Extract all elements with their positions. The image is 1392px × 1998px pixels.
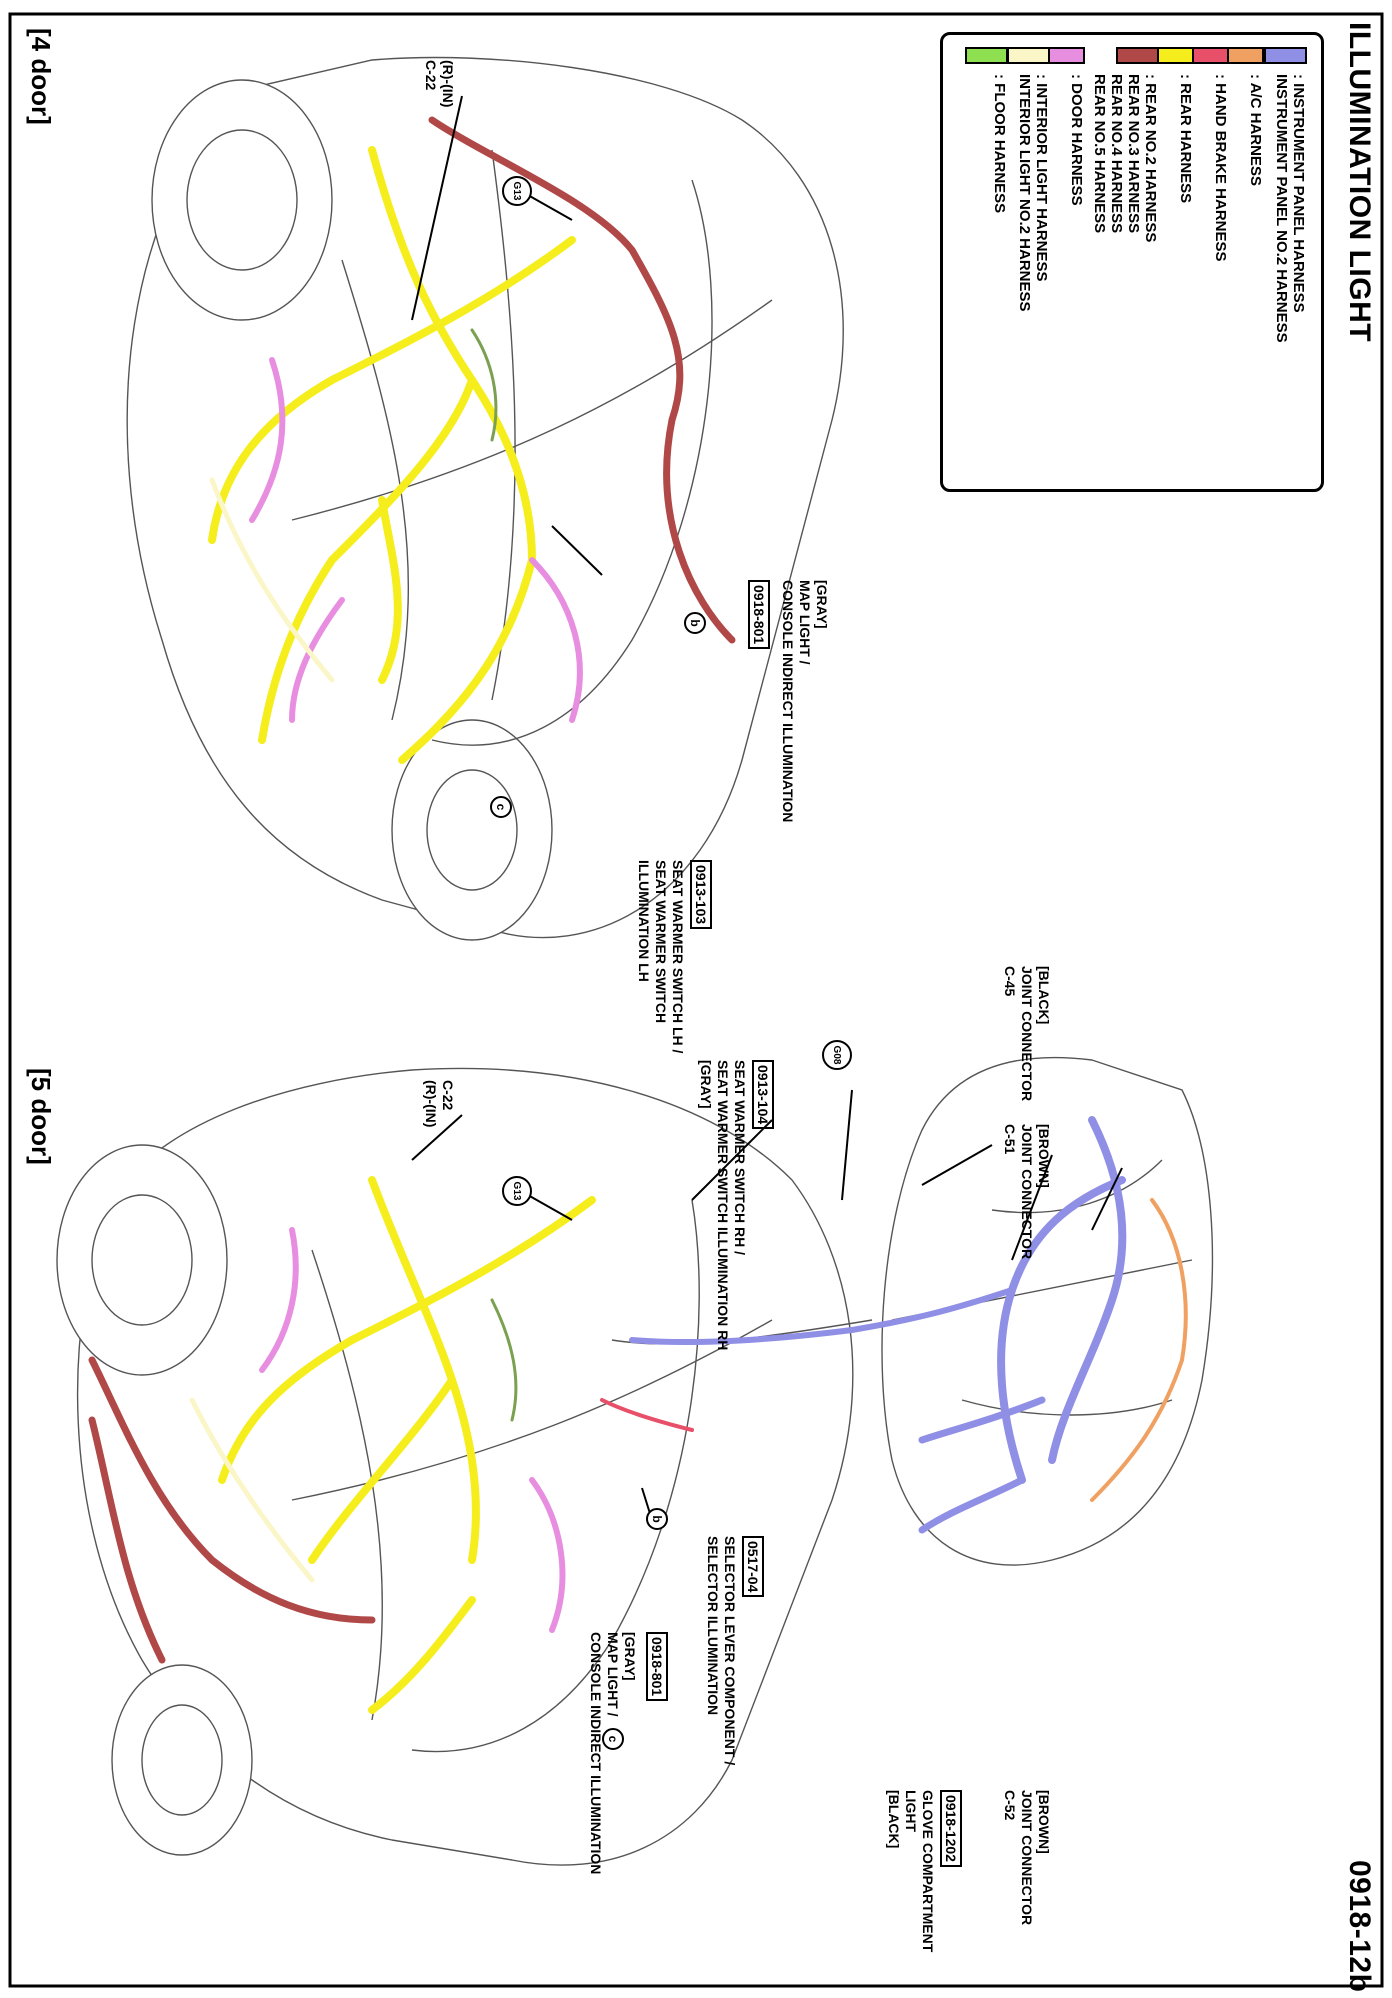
harness-4door (208, 116, 736, 764)
connector-label-c22-bottom: C-22 (R)-(IN) (423, 1080, 456, 1128)
seat-rh-code: 0913-104 (752, 1060, 774, 1130)
legend-item: : REAR HARNESS (1151, 47, 1194, 477)
seat-lh-code: 0913-103 (690, 860, 712, 930)
marker-b-top: b (684, 612, 706, 634)
legend-item: : A/C HARNESS (1221, 47, 1264, 477)
selector-code: 0517-04 (742, 1536, 764, 1598)
legend-item: : FLOOR HARNESS (965, 47, 1008, 477)
map-light-bottom-text: [GRAY] MAP LIGHT / CONSOLE INDIRECT ILLU… (588, 1632, 638, 1875)
marker-c-top: c (490, 796, 512, 818)
legend-label: : FLOOR HARNESS (991, 74, 1008, 214)
legend-swatch (965, 47, 1008, 64)
code-box: 0918-801 (646, 1632, 668, 1702)
sheet-border (8, 12, 1384, 1988)
map-light-top-text: [GRAY] MAP LIGHT / CONSOLE INDIRECT ILLU… (780, 580, 830, 823)
code-box: 0913-104 (752, 1060, 774, 1130)
joint-c51-label: [BROWN] JOINT CONNECTOR C-51 (1002, 1124, 1052, 1260)
harness-ip (600, 1116, 1188, 1534)
legend-item: : INTERIOR LIGHT HARNESS INTERIOR LIGHT … (1007, 47, 1050, 477)
legend-item: : REAR NO.2 HARNESS REAR NO.3 HARNESS RE… (1087, 47, 1159, 477)
legend-label: : REAR HARNESS (1177, 74, 1194, 204)
legend-label: : INTERIOR LIGHT HARNESS INTERIOR LIGHT … (1016, 74, 1050, 312)
code-box: 0913-103 (690, 860, 712, 930)
legend-label: : A/C HARNESS (1247, 74, 1264, 186)
car-5door (56, 1067, 854, 1866)
marker-b-bottom: b (646, 1508, 668, 1530)
ground-g13-top: G13 (502, 176, 532, 206)
connector-label-c22-top: (R)-(IN) C-22 (423, 60, 456, 108)
code-box: 0918-801 (748, 580, 770, 650)
page-number: 0918-12b (1343, 1860, 1376, 1993)
page-title: ILLUMINATION LIGHT (1343, 22, 1376, 343)
leader-lines (411, 95, 1123, 1521)
ground-g08: G08 (822, 1040, 852, 1070)
legend-item: : HAND BRAKE HARNESS (1186, 47, 1229, 477)
legend-swatch (1007, 47, 1050, 64)
seat-rh-text: SEAT WARMER SWITCH RH / SEAT WARMER SWIT… (698, 1060, 748, 1351)
code-box: 0918-1202 (940, 1790, 962, 1867)
harness-5door (88, 1176, 596, 1714)
map-light-top-code: 0918-801 (748, 580, 770, 650)
selector-text: SELECTOR LEVER COMPONENT / SELECTOR ILLU… (705, 1536, 738, 1766)
legend-item: : DOOR HARNESS (1042, 47, 1085, 477)
legend-label: : INSTRUMENT PANEL HARNESS INSTRUMENT PA… (1273, 74, 1307, 343)
legend-label: : REAR NO.2 HARNESS REAR NO.3 HARNESS RE… (1091, 74, 1159, 243)
legend-label: : HAND BRAKE HARNESS (1212, 74, 1229, 262)
map-light-bottom-code: 0918-801 (646, 1632, 668, 1702)
car-4door (126, 56, 844, 941)
joint-c52-label: [BROWN] JOINT CONNECTOR C-52 (1002, 1790, 1052, 1926)
glove-code: 0918-1202 (940, 1790, 962, 1867)
ground-g13-bottom: G13 (502, 1176, 532, 1206)
legend: : INSTRUMENT PANEL HARNESS INSTRUMENT PA… (940, 32, 1324, 492)
section-label-5door: [5 door] (26, 1068, 56, 1165)
legend-swatch (1264, 47, 1307, 64)
glove-text: GLOVE COMPARTMENT LIGHT [BLACK] (886, 1790, 936, 1953)
legend-label: : DOOR HARNESS (1068, 74, 1085, 206)
section-label-4door: [4 door] (26, 28, 56, 125)
legend-swatch (1116, 47, 1159, 64)
legend-item: : INSTRUMENT PANEL HARNESS INSTRUMENT PA… (1264, 47, 1307, 477)
code-box: 0517-04 (742, 1536, 764, 1598)
joint-c45-label: [BLACK] JOINT CONNECTOR C-45 (1002, 966, 1052, 1102)
seat-lh-text: SEAT WARMER SWITCH LH / SEAT WARMER SWIT… (636, 860, 686, 1054)
